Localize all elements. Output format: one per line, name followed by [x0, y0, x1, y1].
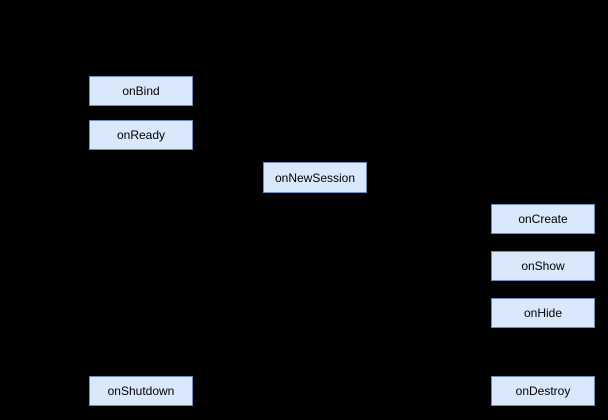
node-oncreate: onCreate: [491, 204, 595, 234]
node-onshow: onShow: [491, 251, 595, 281]
node-onbind: onBind: [89, 76, 193, 106]
node-onshutdown-label: onShutdown: [107, 384, 175, 398]
node-onready: onReady: [89, 120, 193, 150]
node-oncreate-label: onCreate: [518, 212, 568, 226]
node-onnewsession: onNewSession: [263, 162, 367, 193]
node-onready-label: onReady: [116, 128, 166, 142]
node-onshutdown: onShutdown: [89, 376, 193, 406]
node-onbind-label: onBind: [122, 84, 160, 98]
node-onhide-label: onHide: [523, 306, 563, 320]
node-onnewsession-label: onNewSession: [274, 170, 356, 185]
node-ondestroy-label: onDestroy: [515, 384, 571, 398]
node-ondestroy: onDestroy: [491, 376, 595, 406]
node-onhide: onHide: [491, 298, 595, 328]
node-onshow-label: onShow: [521, 259, 565, 273]
